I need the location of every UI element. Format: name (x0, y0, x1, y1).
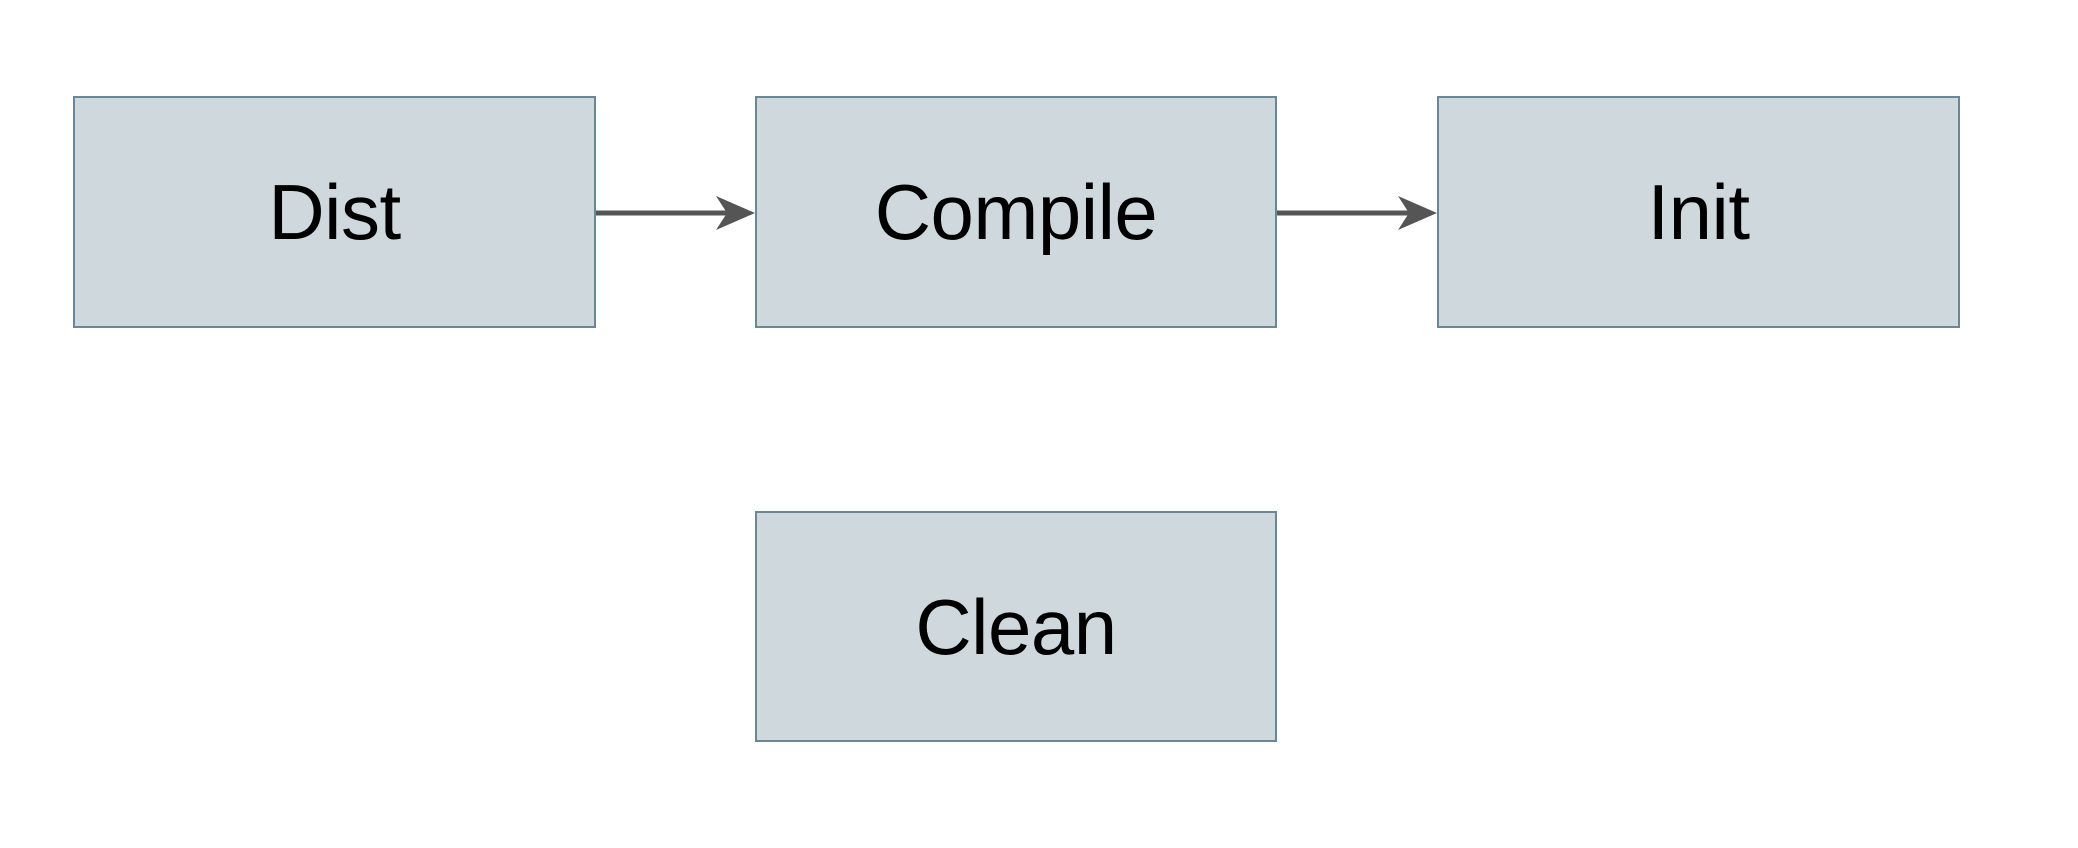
node-compile-label: Compile (874, 168, 1158, 256)
node-init-label: Init (1647, 168, 1750, 256)
node-dist[interactable]: Dist (73, 96, 596, 328)
node-clean-label: Clean (915, 582, 1117, 671)
edge-dist-to-compile[interactable] (596, 193, 756, 233)
node-clean[interactable]: Clean (755, 511, 1277, 742)
node-init[interactable]: Init (1437, 96, 1960, 328)
node-compile[interactable]: Compile (755, 96, 1277, 328)
edge-compile-to-init[interactable] (1277, 193, 1438, 233)
node-dist-label: Dist (268, 168, 401, 256)
edge-dist-to-compile-arrow (596, 196, 755, 230)
edge-compile-to-init-arrow (1277, 196, 1437, 230)
